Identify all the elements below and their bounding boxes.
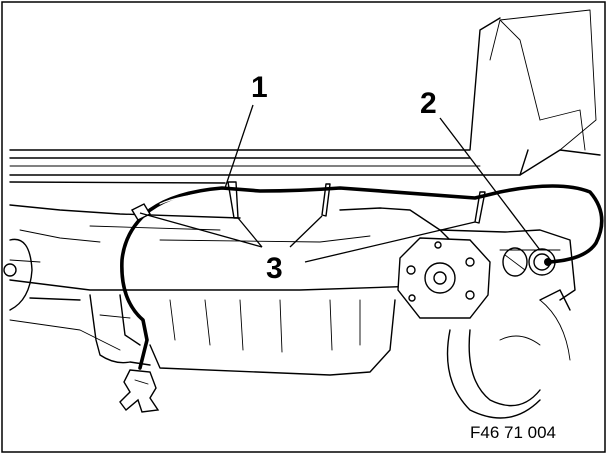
right-tyre <box>446 289 571 419</box>
callout-leaders <box>139 104 541 263</box>
rear-body-lower <box>9 204 576 351</box>
callout-1: 1 <box>251 71 268 104</box>
plug-connector <box>119 369 160 413</box>
left-wheel-arch <box>3 238 33 311</box>
figure-id: F46 71 004 <box>470 423 556 442</box>
tailgate-panel <box>9 9 601 184</box>
rear-openings <box>502 247 528 277</box>
mounting-plate <box>397 237 491 319</box>
fuel-tank <box>89 294 396 376</box>
grommet <box>528 248 556 276</box>
wiring-harness <box>120 184 604 370</box>
callout-2: 2 <box>420 87 437 120</box>
callout-3: 3 <box>266 252 283 285</box>
